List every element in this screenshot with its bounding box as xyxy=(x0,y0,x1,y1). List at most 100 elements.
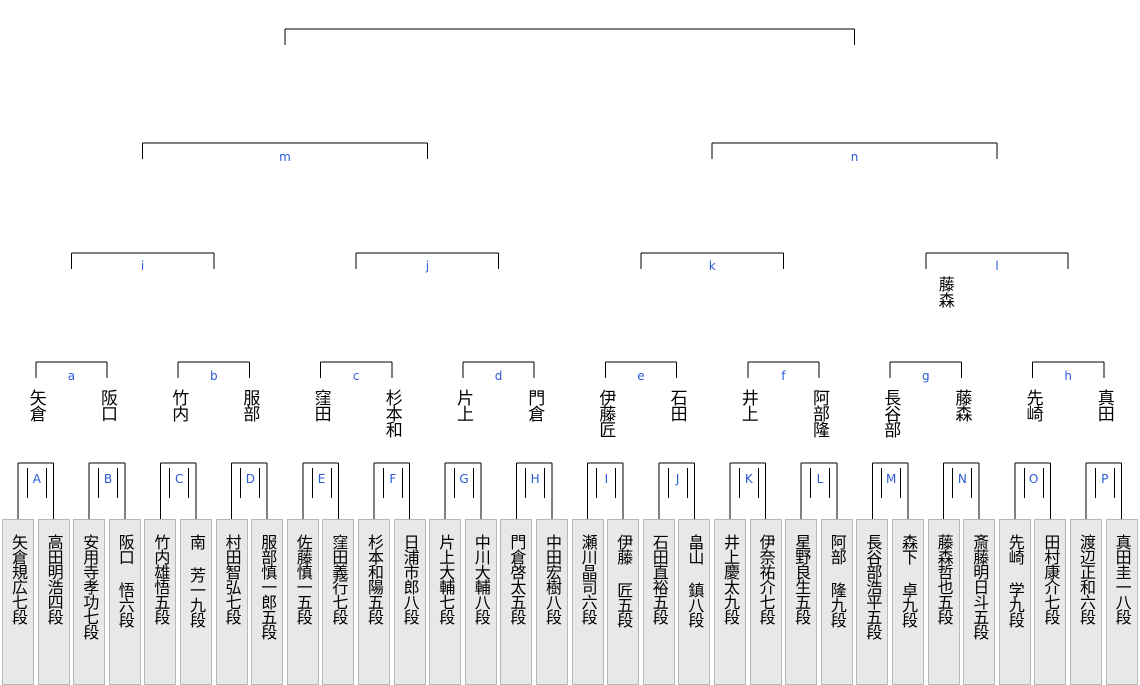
block-label-L: L xyxy=(810,468,830,498)
quarterfinal-label-i: i xyxy=(140,259,145,273)
block-label-E: E xyxy=(311,468,332,498)
player-cell: 田村康介七段 xyxy=(1034,519,1067,685)
player-cell: 佐藤慎一五段 xyxy=(286,519,319,685)
player-name: 伊奈祐介七段 xyxy=(756,534,776,624)
player-name: 長谷部浩平五段 xyxy=(863,534,883,639)
player-name: 森下 卓九段 xyxy=(899,534,918,627)
player-name: 藤森哲也五段 xyxy=(934,534,954,624)
player-name: 井上慶太九段 xyxy=(721,534,740,624)
round1-name-c-right: 杉本和 xyxy=(381,389,402,437)
player-cell: 門倉啓太五段 xyxy=(500,519,533,685)
round1-name-f-right: 阿部隆 xyxy=(809,389,829,437)
player-cell: 藤森哲也五段 xyxy=(927,519,960,685)
block-label-B: B xyxy=(98,468,118,498)
player-cell: 杉本和陽五段 xyxy=(358,519,390,685)
player-cell: 阿部 隆九段 xyxy=(820,519,853,685)
block-label-M: M xyxy=(881,468,902,498)
player-name: 村田智弘七段 xyxy=(222,534,242,624)
player-name: 田村康介七段 xyxy=(1041,534,1061,624)
player-cell: 南 芳一九段 xyxy=(180,519,212,685)
block-label-D: D xyxy=(240,468,261,498)
player-name: 瀬川晶司六段 xyxy=(578,534,598,624)
player-cell: 森下 卓九段 xyxy=(892,519,924,685)
semifinal-label-m: m xyxy=(279,150,291,164)
player-cell: 高田明浩四段 xyxy=(37,519,70,685)
block-label-O: O xyxy=(1023,468,1044,498)
block-label-K: K xyxy=(738,468,759,498)
player-name: 片上大輔七段 xyxy=(436,534,456,624)
player-name: 阿部 隆九段 xyxy=(827,534,847,627)
player-cell: 安用寺孝功七段 xyxy=(73,519,106,685)
round1-name-h-right: 真田 xyxy=(1093,389,1114,421)
player-name: 日浦市郎八段 xyxy=(400,534,420,624)
player-cell: 畠山 鎮八段 xyxy=(678,519,711,685)
block-label-H: H xyxy=(525,468,546,498)
player-name: 阪口 悟六段 xyxy=(115,534,135,627)
block-label-F: F xyxy=(382,468,403,498)
player-name: 竹内雄悟五段 xyxy=(151,534,171,624)
player-cell: 伊藤 匠五段 xyxy=(607,519,640,685)
player-name: 佐藤慎一五段 xyxy=(293,534,313,624)
player-cell: 窪田義行七段 xyxy=(322,519,355,685)
player-cell: 星野良生五段 xyxy=(785,519,818,685)
player-name: 斎藤明日斗五段 xyxy=(970,534,990,639)
block-label-P: P xyxy=(1094,468,1115,498)
round1-name-g-right: 藤森 xyxy=(951,389,972,421)
block-label-N: N xyxy=(952,468,973,498)
player-cell: 中田宏樹八段 xyxy=(536,519,568,685)
player-cell: 瀬川晶司六段 xyxy=(571,519,604,685)
player-cell: 真田圭一八段 xyxy=(1105,519,1138,685)
player-name: 安用寺孝功七段 xyxy=(80,534,100,639)
player-name: 門倉啓太五段 xyxy=(507,534,527,624)
round1-label-a: a xyxy=(67,369,76,383)
player-name: 服部慎一郎五段 xyxy=(258,534,278,639)
player-cell: 石田直裕五段 xyxy=(642,519,675,685)
round1-name-d-right: 門倉 xyxy=(524,389,545,421)
round1-name-e-right: 石田 xyxy=(666,389,687,421)
round1-label-d: d xyxy=(494,369,503,383)
round1-label-b: b xyxy=(209,369,218,383)
player-cell: 片上大輔七段 xyxy=(429,519,462,685)
player-name: 渡辺正和六段 xyxy=(1077,534,1096,624)
round1-name-h-left: 先崎 xyxy=(1022,389,1043,421)
round1-name-c-left: 窪田 xyxy=(310,389,331,421)
block-label-J: J xyxy=(667,468,688,498)
quarterfinal-l-winner-note: 藤森 xyxy=(935,276,955,308)
player-name: 中川大輔八段 xyxy=(471,534,491,624)
player-name: 窪田義行七段 xyxy=(329,534,349,624)
player-cell: 渡辺正和六段 xyxy=(1070,519,1102,685)
round1-label-g: g xyxy=(921,369,930,383)
player-name: 中田宏樹八段 xyxy=(543,534,562,624)
player-cell: 矢倉規広七段 xyxy=(2,519,34,685)
quarterfinal-label-l: l xyxy=(995,259,999,273)
player-cell: 阪口 悟六段 xyxy=(108,519,141,685)
round1-label-h: h xyxy=(1064,369,1072,383)
block-label-G: G xyxy=(454,468,474,498)
quarterfinal-label-k: k xyxy=(708,259,716,273)
player-cell: 日浦市郎八段 xyxy=(393,519,426,685)
player-name: 先崎 学九段 xyxy=(1005,534,1025,627)
player-cell: 先崎 学九段 xyxy=(998,519,1031,685)
player-name: 星野良生五段 xyxy=(792,534,812,624)
round1-name-a-left: 矢倉 xyxy=(25,389,46,421)
player-name: 南 芳一九段 xyxy=(187,534,206,627)
semifinal-label-n: n xyxy=(850,150,859,164)
player-name: 畠山 鎮八段 xyxy=(685,534,705,627)
player-name: 矢倉規広七段 xyxy=(9,534,28,624)
block-label-A: A xyxy=(26,468,47,498)
round1-name-e-left: 伊藤匠 xyxy=(595,389,616,437)
round1-name-d-left: 片上 xyxy=(453,389,473,421)
player-cell: 竹内雄悟五段 xyxy=(144,519,177,685)
player-name: 真田圭一八段 xyxy=(1112,534,1132,624)
round1-name-f-left: 井上 xyxy=(737,389,758,421)
player-name: 石田直裕五段 xyxy=(649,534,669,624)
round1-name-a-right: 阪口 xyxy=(97,389,117,421)
round1-name-g-left: 長谷部 xyxy=(880,389,901,437)
player-cell: 伊奈祐介七段 xyxy=(749,519,782,685)
player-cell: 長谷部浩平五段 xyxy=(856,519,889,685)
round1-label-e: e xyxy=(637,369,645,383)
block-label-I: I xyxy=(596,468,617,498)
player-cell: 井上慶太九段 xyxy=(714,519,746,685)
player-name: 伊藤 匠五段 xyxy=(614,534,634,627)
